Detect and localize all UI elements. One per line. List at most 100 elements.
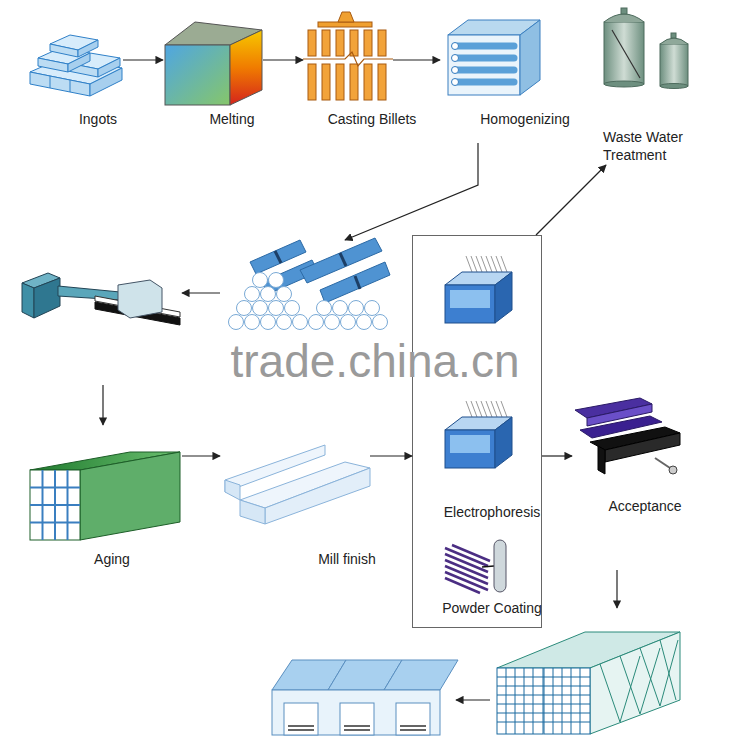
billet-stack bbox=[373, 315, 388, 330]
aging-oven bbox=[30, 470, 80, 540]
packing-crates bbox=[660, 640, 678, 706]
profile-inspection bbox=[655, 458, 670, 468]
packing-crates bbox=[497, 668, 543, 734]
ingot-stack bbox=[50, 44, 78, 57]
process-step: Waste Water Treatment bbox=[598, 5, 698, 165]
homogenizing-oven bbox=[452, 43, 459, 50]
water-tanks bbox=[621, 8, 627, 14]
water-tanks bbox=[660, 44, 688, 86]
water-tanks bbox=[671, 33, 676, 38]
step-label: Mill finish bbox=[302, 550, 392, 568]
profile-inspection bbox=[669, 466, 677, 474]
billet-stack bbox=[320, 262, 390, 303]
flow-arrow bbox=[456, 699, 490, 700]
casting-mould bbox=[322, 30, 330, 56]
homogenizing-oven bbox=[455, 67, 514, 74]
ingot-stack bbox=[38, 58, 68, 72]
water-tanks bbox=[604, 81, 644, 87]
treatment-tank bbox=[445, 285, 495, 323]
aging-oven bbox=[30, 452, 180, 540]
ingot-stack bbox=[30, 35, 122, 96]
powder-coating-roller bbox=[494, 540, 506, 592]
step-label: Waste Water Treatment bbox=[603, 128, 698, 164]
flow-arrow bbox=[182, 455, 220, 456]
electrophoresis-tank bbox=[495, 417, 512, 468]
step-label: Electrophoresis bbox=[437, 503, 547, 521]
billet-stack bbox=[293, 315, 308, 330]
billet-stack bbox=[277, 315, 292, 330]
billet-stack bbox=[237, 301, 252, 316]
treatment-tank bbox=[501, 256, 507, 272]
process-step: Aging bbox=[28, 450, 182, 542]
homogenizing-oven bbox=[455, 55, 514, 62]
homogenizing-oven bbox=[448, 35, 520, 95]
warehouse bbox=[272, 690, 440, 735]
step-label: Aging bbox=[72, 550, 152, 568]
casting-mould bbox=[336, 64, 344, 100]
flow-arrow bbox=[536, 165, 606, 235]
warehouse bbox=[272, 660, 458, 735]
step-label: Homogenizing bbox=[465, 110, 585, 128]
electrophoresis-tank bbox=[476, 401, 482, 417]
billet-stack bbox=[333, 301, 348, 316]
surface-treatment-group: ElectrophoresisPowder Coating bbox=[412, 235, 542, 628]
packing-crates bbox=[620, 656, 640, 722]
ingot-stack bbox=[30, 72, 90, 96]
profile-inspection bbox=[575, 398, 680, 474]
billet-stack bbox=[253, 301, 268, 316]
billet-stack bbox=[325, 315, 340, 330]
water-tanks bbox=[604, 14, 644, 22]
profile-inspection bbox=[598, 446, 605, 474]
electrophoresis-tank bbox=[450, 435, 490, 453]
extrusion-press bbox=[118, 280, 162, 318]
flow-arrow bbox=[616, 570, 617, 608]
step-label: Ingots bbox=[58, 110, 138, 128]
treatment-tank bbox=[476, 256, 482, 272]
billet-stack bbox=[275, 251, 281, 263]
electrophoresis-tank bbox=[445, 401, 512, 468]
extrusion-press bbox=[58, 286, 120, 300]
water-tanks bbox=[660, 38, 688, 44]
process-step: Ingots bbox=[28, 22, 123, 98]
treatment-tank bbox=[450, 290, 490, 308]
water-tanks bbox=[604, 22, 644, 84]
packing-crates bbox=[497, 632, 680, 734]
treatment-tank bbox=[466, 256, 472, 272]
process-step: Acceptance bbox=[572, 396, 682, 478]
casting-mould bbox=[364, 64, 372, 100]
casting-mould bbox=[378, 30, 386, 56]
process-step: Electrophoresis bbox=[441, 399, 516, 479]
billet-stack bbox=[355, 276, 360, 289]
flow-arrow bbox=[393, 59, 440, 60]
homogenizing-oven bbox=[452, 55, 459, 62]
packing-crates bbox=[590, 632, 680, 734]
process-step: Mill finish bbox=[220, 438, 370, 528]
treatment-tank bbox=[496, 256, 502, 272]
homogenizing-oven bbox=[455, 43, 514, 50]
step-label: Acceptance bbox=[590, 497, 700, 515]
casting-mould bbox=[338, 12, 354, 22]
powder-coating-roller bbox=[482, 566, 494, 567]
extrusion-press bbox=[22, 283, 34, 318]
process-step: Casting Billets bbox=[303, 8, 393, 102]
billet-stack bbox=[229, 238, 391, 330]
flow-arrow bbox=[263, 59, 303, 60]
packing-crates bbox=[544, 668, 590, 734]
extrusion-press bbox=[22, 273, 180, 325]
treatment-tank bbox=[471, 256, 477, 272]
treatment-tank bbox=[445, 256, 512, 323]
packing-crates bbox=[660, 640, 676, 700]
electrophoresis-tank bbox=[496, 401, 502, 417]
aging-oven bbox=[80, 452, 180, 540]
flow-arrow bbox=[182, 292, 220, 293]
mill-finish-profile bbox=[225, 445, 370, 524]
step-label: Melting bbox=[192, 110, 272, 128]
flow-arrow bbox=[345, 143, 478, 240]
billet-stack bbox=[261, 287, 276, 302]
melting-furnace bbox=[165, 22, 262, 105]
casting-mould bbox=[322, 64, 330, 100]
homogenizing-oven bbox=[455, 79, 514, 86]
step-label: Casting Billets bbox=[317, 110, 427, 128]
ingot-stack bbox=[50, 76, 51, 88]
